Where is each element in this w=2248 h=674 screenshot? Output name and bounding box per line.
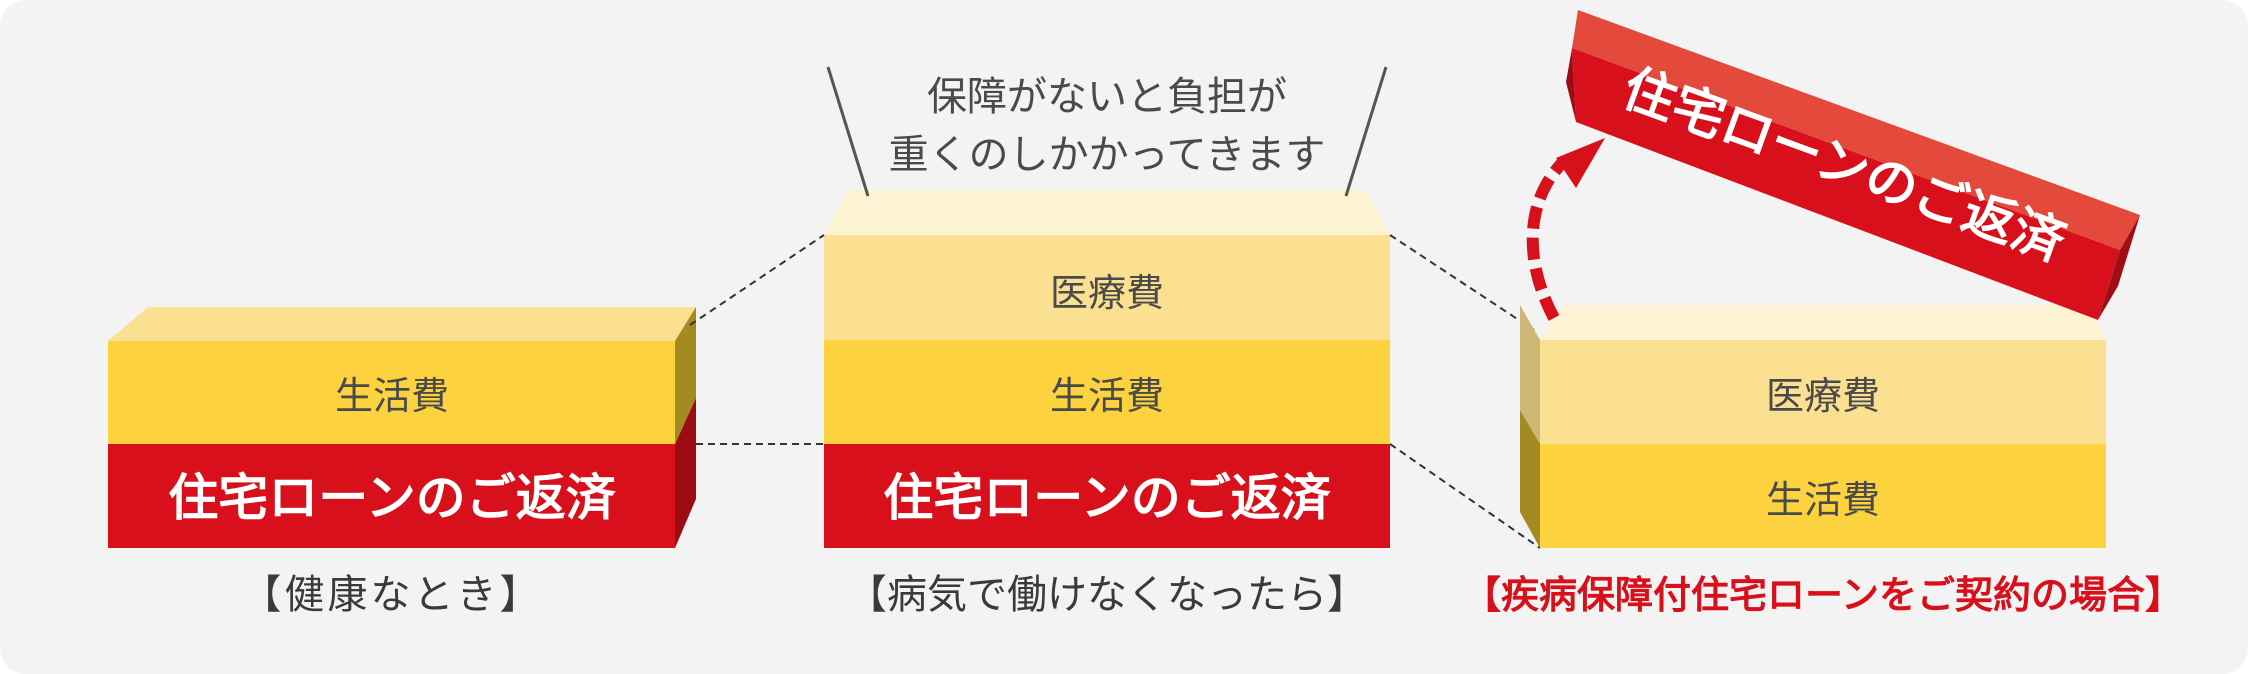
stack-healthy-side-upper bbox=[675, 307, 696, 444]
speech-text-line2: 重くのしかかってきます bbox=[889, 132, 1326, 178]
lifted-loan-top-face bbox=[1572, 10, 2140, 250]
stack-healthy: 生活費 住宅ローンのご返済 bbox=[108, 307, 696, 548]
curved-arrow-head bbox=[1556, 138, 1605, 188]
burden-speech: 保障がないと負担が 重くのしかかってきます bbox=[826, 66, 1388, 197]
stack-insured-top-face bbox=[1540, 305, 2106, 340]
stack-insured-side-upper bbox=[1520, 305, 1540, 444]
stack-insured: 医療費 生活費 bbox=[1520, 305, 2106, 548]
caption-insured: 【疾病保障付住宅ローンをご契約の場合】 bbox=[1463, 573, 2183, 617]
curved-arrow-shaft bbox=[1526, 155, 1570, 321]
speech-text-line1: 保障がないと負担が bbox=[927, 74, 1287, 120]
stack-sick-living-label: 生活費 bbox=[1050, 374, 1164, 418]
connector-1-top bbox=[689, 234, 825, 326]
lifted-loan-end-face bbox=[1566, 48, 1576, 122]
dashed-connectors bbox=[689, 234, 1541, 549]
stack-sick-medical-label: 医療費 bbox=[1050, 271, 1164, 315]
stack-insured-side-lower bbox=[1520, 410, 1540, 548]
speech-line-right bbox=[1344, 66, 1388, 197]
stack-healthy-living-label: 生活費 bbox=[335, 374, 449, 418]
stack-sick-top-face bbox=[824, 190, 1390, 235]
speech-line-left bbox=[826, 66, 870, 197]
stack-sick-living-block bbox=[824, 340, 1390, 444]
stack-sick-medical-block bbox=[824, 235, 1390, 340]
stack-insured-living-block bbox=[1540, 444, 2106, 548]
stack-healthy-living-block bbox=[108, 341, 675, 444]
lifted-loan-block: 住宅ローンのご返済 bbox=[1566, 10, 2140, 320]
stack-sick: 医療費 生活費 住宅ローンのご返済 bbox=[824, 190, 1390, 548]
caption-healthy: 【健康なとき】 bbox=[242, 572, 543, 618]
lifted-loan-side-face bbox=[2098, 215, 2140, 320]
stack-healthy-side-lower bbox=[675, 398, 696, 548]
caption-sick: 【病気で働けなくなったら】 bbox=[847, 572, 1367, 618]
stack-insured-living-label: 生活費 bbox=[1766, 478, 1880, 522]
connector-2-bottom bbox=[1389, 443, 1541, 549]
connector-2-top bbox=[1389, 234, 1535, 331]
stack-healthy-top-face bbox=[108, 307, 696, 341]
stack-insured-medical-label: 医療費 bbox=[1766, 374, 1880, 418]
curved-arrow-up-icon bbox=[1526, 138, 1605, 321]
lifted-loan-front-face bbox=[1572, 48, 2120, 320]
stack-healthy-loan-label: 住宅ローンのご返済 bbox=[168, 469, 616, 527]
stack-healthy-loan-block bbox=[108, 444, 675, 548]
stack-sick-loan-block bbox=[824, 444, 1390, 548]
stack-insured-medical-block bbox=[1540, 340, 2106, 444]
stack-sick-loan-label: 住宅ローンのご返済 bbox=[883, 469, 1331, 527]
